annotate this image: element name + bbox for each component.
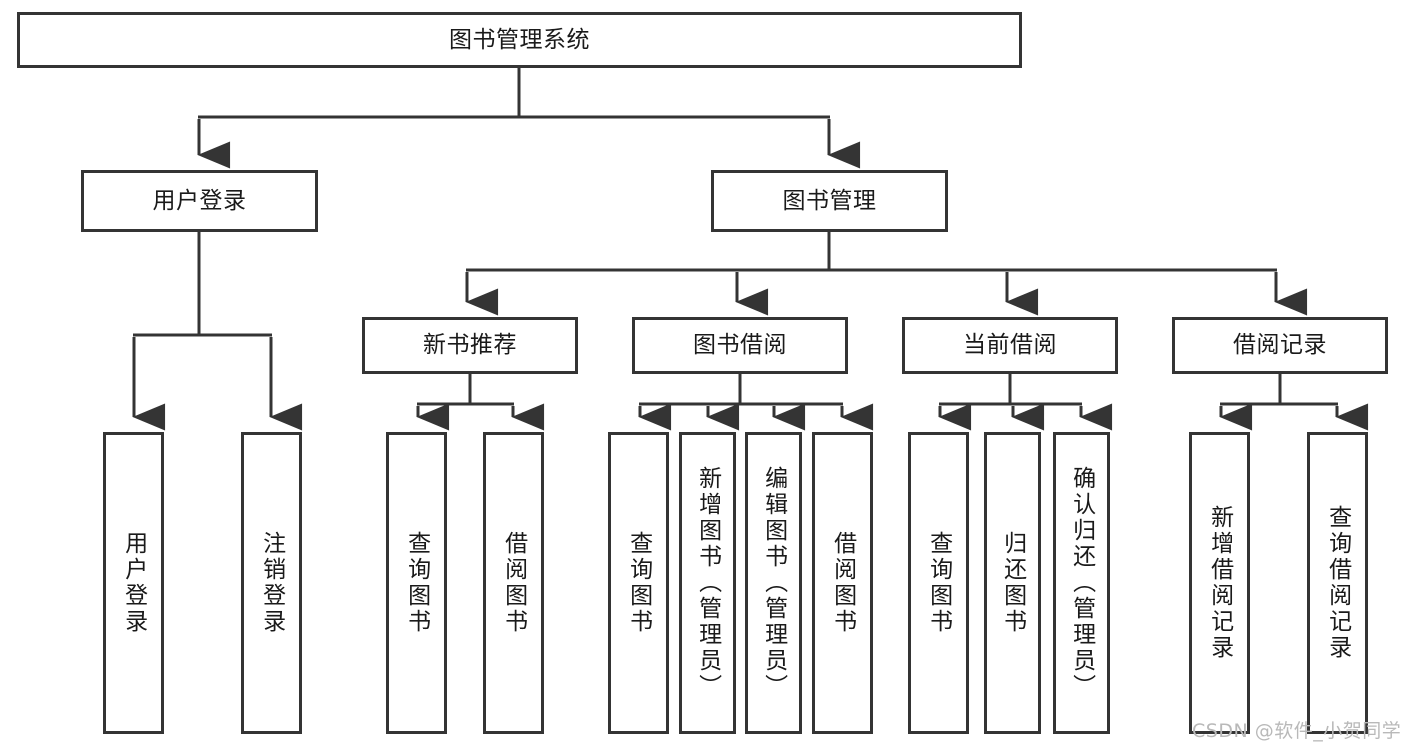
node-leaf-query-book-rec-label: 查询图书 bbox=[403, 531, 430, 635]
node-leaf-user-logout[interactable]: 注销登录 bbox=[241, 432, 302, 734]
node-root[interactable]: 图书管理系统 bbox=[17, 12, 1022, 68]
node-leaf-query-book-borrow-label: 查询图书 bbox=[625, 531, 652, 635]
node-leaf-query-book-rec[interactable]: 查询图书 bbox=[386, 432, 447, 734]
node-new-book-recommend[interactable]: 新书推荐 bbox=[362, 317, 578, 374]
node-root-label: 图书管理系统 bbox=[449, 26, 590, 53]
node-leaf-user-login-label: 用户登录 bbox=[120, 531, 147, 635]
node-user-login[interactable]: 用户登录 bbox=[81, 170, 318, 232]
node-leaf-borrow-book-rec-label: 借阅图书 bbox=[500, 531, 527, 635]
node-new-book-recommend-label: 新书推荐 bbox=[423, 332, 517, 359]
node-leaf-confirm-return-label: 确认归还（管理员） bbox=[1068, 466, 1095, 700]
node-book-manage[interactable]: 图书管理 bbox=[711, 170, 948, 232]
node-borrow-record-label: 借阅记录 bbox=[1233, 332, 1327, 359]
node-leaf-add-borrow-record-label: 新增借阅记录 bbox=[1206, 505, 1233, 661]
node-leaf-add-borrow-record[interactable]: 新增借阅记录 bbox=[1189, 432, 1250, 734]
node-leaf-confirm-return[interactable]: 确认归还（管理员） bbox=[1053, 432, 1110, 734]
node-leaf-borrow-book-rec[interactable]: 借阅图书 bbox=[483, 432, 544, 734]
node-leaf-query-borrow-record-label: 查询借阅记录 bbox=[1324, 505, 1351, 661]
node-leaf-query-borrow-record[interactable]: 查询借阅记录 bbox=[1307, 432, 1368, 734]
node-leaf-borrow-book-label: 借阅图书 bbox=[829, 531, 856, 635]
node-leaf-edit-book[interactable]: 编辑图书（管理员） bbox=[745, 432, 802, 734]
node-current-borrow-label: 当前借阅 bbox=[963, 332, 1057, 359]
node-book-borrow-label: 图书借阅 bbox=[693, 332, 787, 359]
node-leaf-edit-book-label: 编辑图书（管理员） bbox=[760, 466, 787, 700]
node-leaf-borrow-book[interactable]: 借阅图书 bbox=[812, 432, 873, 734]
node-leaf-add-book[interactable]: 新增图书（管理员） bbox=[679, 432, 736, 734]
node-book-manage-label: 图书管理 bbox=[782, 187, 877, 214]
csdn-watermark: CSDN @软件_小贺同学 bbox=[1192, 720, 1402, 742]
node-leaf-add-book-label: 新增图书（管理员） bbox=[694, 466, 721, 700]
node-leaf-query-book-borrow[interactable]: 查询图书 bbox=[608, 432, 669, 734]
node-book-borrow[interactable]: 图书借阅 bbox=[632, 317, 848, 374]
node-leaf-query-book-current-label: 查询图书 bbox=[925, 531, 952, 635]
node-user-login-label: 用户登录 bbox=[152, 187, 247, 214]
node-current-borrow[interactable]: 当前借阅 bbox=[902, 317, 1118, 374]
node-borrow-record[interactable]: 借阅记录 bbox=[1172, 317, 1388, 374]
node-leaf-user-login[interactable]: 用户登录 bbox=[103, 432, 164, 734]
node-leaf-return-book[interactable]: 归还图书 bbox=[984, 432, 1041, 734]
node-leaf-query-book-current[interactable]: 查询图书 bbox=[908, 432, 969, 734]
node-leaf-user-logout-label: 注销登录 bbox=[258, 531, 285, 635]
node-leaf-return-book-label: 归还图书 bbox=[999, 531, 1026, 635]
